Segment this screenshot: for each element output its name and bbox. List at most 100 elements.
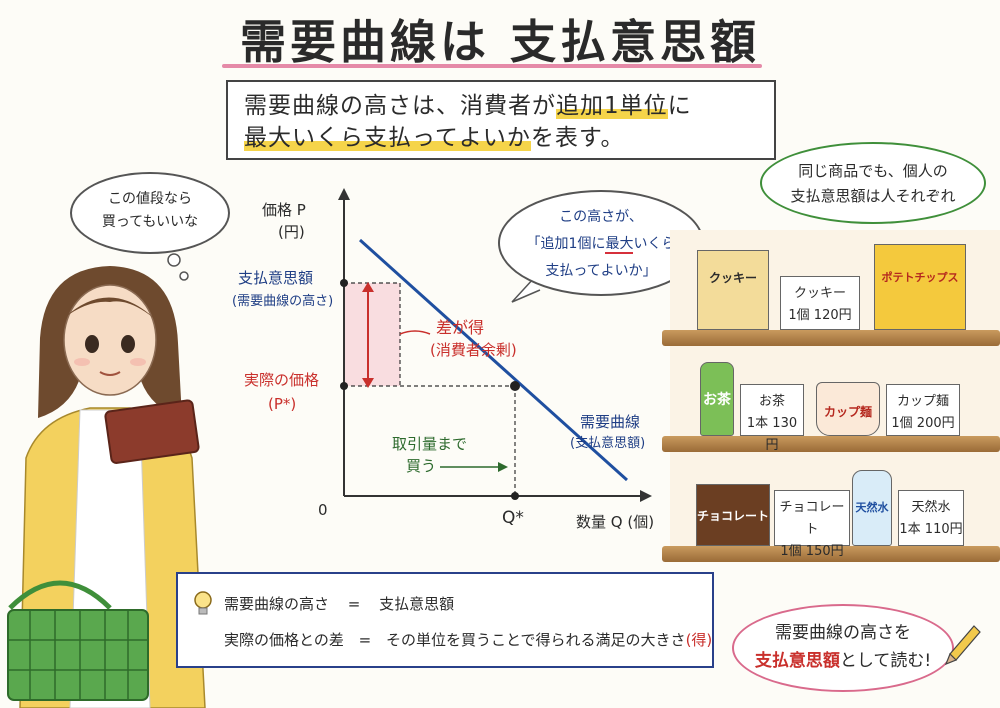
package-label: チョコレート [697, 509, 770, 523]
product-name: 天然水 [911, 500, 951, 515]
summary-box: 需要曲線の高さ = 支払意思額 実際の価格との差 = その単位を買うことで得られ… [176, 572, 714, 668]
consumer-surplus-area [344, 283, 400, 386]
shopping-basket [7, 609, 149, 701]
lightbulb-icon [194, 591, 212, 615]
q-star-label: Q* [502, 508, 524, 528]
pencil-icon [944, 625, 981, 666]
buy-label-1: 取引量まで [392, 435, 468, 453]
summary-definition: その単位を買うことで得られる満足の大きさ [386, 631, 686, 649]
bubble-text-part: 「追加1個に [526, 236, 606, 252]
bubble-text: 支払意思額は人それぞれ [790, 187, 956, 205]
headline-line-1: 需要曲線の高さは、消費者が追加1単位に [244, 90, 758, 122]
price-card-noodle: カップ麺 1個 200円 [886, 384, 960, 436]
right-eye [121, 335, 135, 353]
bubble-text: 「追加1個に最大いくら [500, 231, 702, 258]
bangs [64, 297, 156, 320]
equilibrium-point [510, 381, 520, 391]
quantity-point [511, 492, 519, 500]
price-label: 実際の価格 [244, 371, 320, 389]
product-name: チョコレート [779, 500, 845, 537]
bubble-text: この高さが、 [559, 209, 643, 225]
thought-bubble-tail [167, 253, 189, 281]
headline-text: を表す。 [530, 125, 625, 151]
chocolate-bar: チョコレート [696, 484, 770, 546]
bubble-text: 買ってもいいな [101, 214, 199, 230]
bubble-text-part: いくら [633, 236, 676, 252]
price-card-water: 天然水 1本 110円 [898, 490, 964, 546]
cookie-box: クッキー [697, 250, 769, 330]
product-price: 1個 120円 [788, 308, 852, 323]
left-eye [85, 335, 99, 353]
speech-bubble-wtp: この高さが、 「追加1個に最大いくら 支払ってよいか」 [498, 190, 704, 296]
bubble-text-part: として読む! [839, 651, 932, 671]
bubble-text: 支払ってよいか」 [545, 263, 657, 279]
surplus-sub-label: (消費者余剰) [430, 341, 517, 359]
summary-term: 需要曲線の高さ [224, 595, 330, 613]
wtp-sub-label: (需要曲線の高さ) [232, 294, 334, 309]
curve-sub-label: (支払意思額) [570, 436, 646, 451]
cup-noodle: カップ麺 [816, 382, 880, 436]
wallet [104, 399, 200, 464]
demand-graph [338, 188, 652, 502]
product-price: 1本 130円 [746, 416, 798, 453]
thought-bubble-shopper: この値段なら 買ってもいいな [70, 172, 230, 254]
price-card-tea: お茶 1本 130円 [740, 384, 804, 453]
headline-text: に [667, 93, 692, 119]
tea-bottle: お茶 [700, 362, 734, 436]
surplus-label: 差が得 [436, 318, 485, 337]
y-axis-label: 価格 P [262, 201, 306, 219]
headline-box: 需要曲線の高さは、消費者が追加1単位に 最大いくら支払ってよいかを表す。 [226, 80, 776, 160]
summary-equals: = [347, 595, 361, 613]
mouth [99, 371, 121, 376]
price-card-cookie: クッキー 1個 120円 [780, 276, 860, 330]
price-sub-label: (P*) [268, 395, 297, 413]
shopper-illustration [7, 266, 206, 708]
origin-label: 0 [318, 501, 328, 519]
headline-highlight: 最大いくら支払ってよいか [244, 125, 531, 151]
summary-row-2: 実際の価格との差 = その単位を買うことで得られる満足の大きさ(得) [224, 622, 712, 658]
x-axis-arrow [640, 490, 652, 502]
bubble-emphasis: 支払意思額 [754, 651, 840, 671]
face [63, 284, 157, 396]
buy-label-2: 買う [406, 457, 437, 475]
speech-bubble-takeaway: 需要曲線の高さを 支払意思額として読む! [732, 604, 954, 692]
summary-row-1: 需要曲線の高さ = 支払意思額 [224, 586, 696, 622]
product-price: 1個 200円 [891, 416, 955, 431]
package-label: クッキー [708, 271, 757, 285]
basket-handle [8, 580, 112, 610]
package-label: お茶 [703, 392, 731, 408]
curve-label: 需要曲線 [580, 413, 641, 431]
bubble-text: この値段なら [108, 191, 192, 207]
bubble-emphasis: 最大 [605, 236, 634, 254]
bubble-text: 同じ商品でも、個人の [798, 162, 948, 180]
package-label: ポテトチップス [881, 271, 959, 284]
summary-term: 実際の価格との差 [224, 631, 344, 649]
shelf-top [662, 330, 1000, 346]
bubble-text: 需要曲線の高さを [775, 623, 911, 643]
product-price: 1本 110円 [899, 522, 963, 537]
headline-text: 需要曲線の高さは、消費者が [244, 93, 556, 119]
summary-tag: (得) [685, 631, 713, 649]
product-name: カップ麺 [896, 394, 949, 409]
package-label: 天然水 [855, 501, 889, 514]
chips-bag: ポテトチップス [874, 244, 966, 330]
product-price: 1個 150円 [780, 544, 844, 559]
title-underline [222, 64, 762, 68]
package-label: カップ麺 [823, 405, 872, 419]
speech-bubble-tail [511, 277, 541, 303]
wtp-point [340, 279, 348, 287]
x-axis-label: 数量 Q (個) [576, 513, 655, 531]
product-name: お茶 [758, 394, 785, 409]
summary-definition: 支払意思額 [379, 595, 455, 613]
demand-curve [358, 238, 629, 482]
speech-bubble-individual: 同じ商品でも、個人の 支払意思額は人それぞれ [760, 142, 986, 224]
product-name: クッキー [793, 286, 846, 301]
shelf-middle [662, 436, 1000, 452]
bubble-text: 支払意思額として読む! [734, 647, 952, 675]
wtp-label: 支払意思額 [238, 269, 314, 287]
headline-line-2: 最大いくら支払ってよいかを表す。 [244, 122, 758, 154]
water-bottle: 天然水 [852, 470, 892, 546]
y-axis-unit: (円) [278, 223, 305, 241]
price-card-chocolate: チョコレート 1個 150円 [774, 490, 850, 559]
headline-highlight: 追加1単位 [556, 93, 668, 119]
